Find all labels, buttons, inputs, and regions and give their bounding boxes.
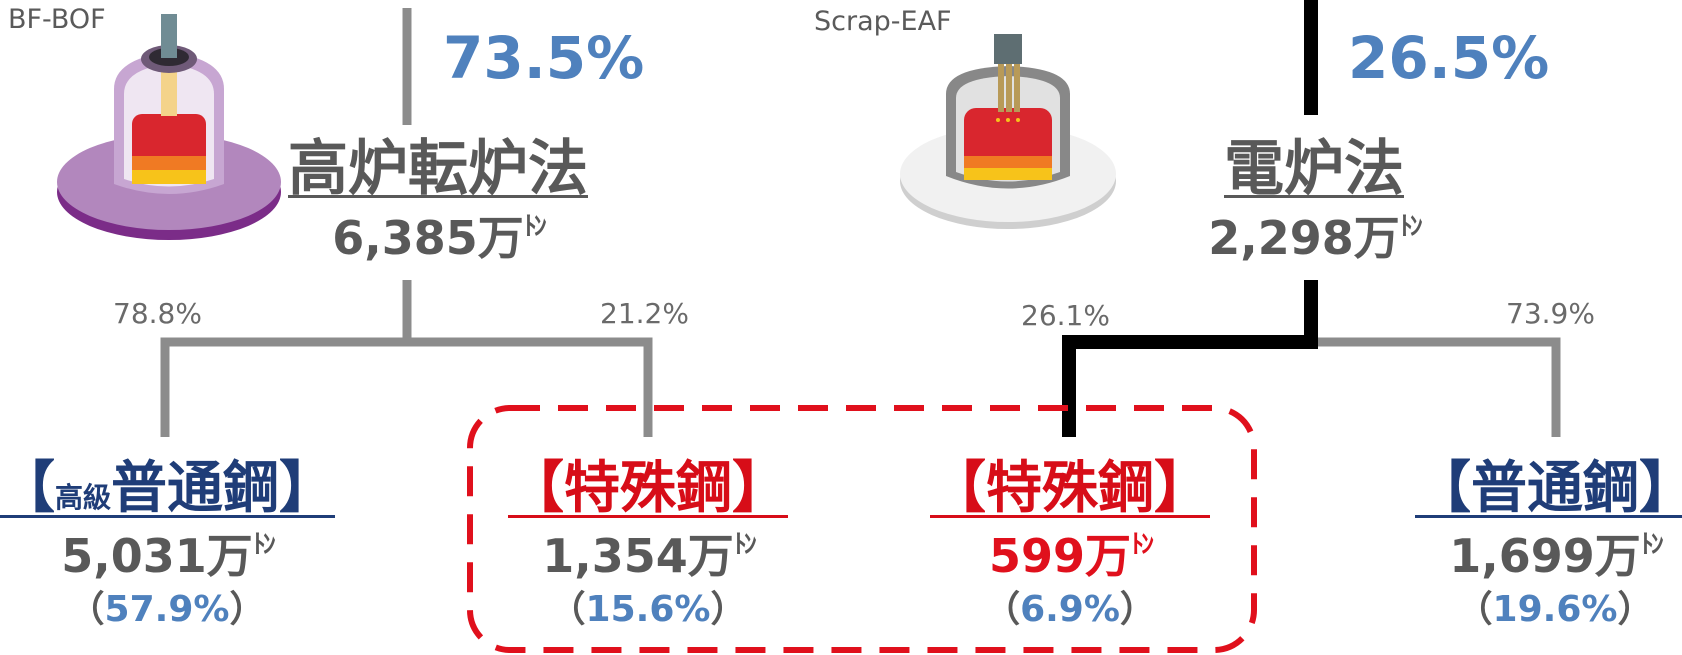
share-value: 6.9% — [1020, 589, 1120, 630]
bof-process-label: BF-BOF — [8, 4, 106, 35]
eaf-tonnage: 2,298万ﾄﾝ — [1208, 202, 1423, 268]
paren-close: ） — [1119, 589, 1156, 630]
share-value: 19.6% — [1492, 589, 1618, 630]
share-value: 15.6% — [585, 589, 711, 630]
tonnage-unit: ﾄﾝ — [733, 530, 757, 560]
eaf-tonnage-value: 2,298万 — [1208, 211, 1400, 265]
tonnage-unit: ﾄﾝ — [252, 530, 276, 560]
paren-close: ） — [710, 589, 747, 630]
eaf-process-label: Scrap-EAF — [814, 6, 952, 37]
product-eaf-special-steel-title: 【特殊鋼】 — [930, 443, 1210, 524]
paren-open: （ — [68, 589, 105, 630]
eaf-method-name: 電炉法 — [1224, 134, 1404, 204]
bof-tonnage: 6,385万ﾄﾝ — [332, 202, 547, 268]
product-3-tonnage: 599万ﾄﾝ — [988, 520, 1154, 586]
eaf-tonnage-unit: ﾄﾝ — [1399, 212, 1423, 242]
bracket-open: 【 — [508, 456, 564, 521]
eaf-branch-special — [1062, 280, 1318, 437]
tonnage-value: 599万 — [988, 529, 1132, 583]
product-eaf-normal-steel-title: 【普通鋼】 — [1415, 443, 1682, 524]
special-steel-highlight — [467, 405, 1257, 653]
paren-open: （ — [984, 589, 1021, 630]
electric-arc-furnace-icon — [900, 34, 1116, 229]
share-value: 57.9% — [104, 589, 230, 630]
paren-open: （ — [1456, 589, 1493, 630]
bof-tonnage-unit: ﾄﾝ — [523, 212, 547, 242]
tonnage-value: 1,699万 — [1449, 529, 1641, 583]
paren-close: ） — [229, 589, 266, 630]
bracket-close: 】 — [732, 456, 788, 521]
steel-name: 普通鋼 — [111, 456, 280, 521]
tonnage-value: 1,354万 — [542, 529, 734, 583]
product-bof-special-steel-title: 【特殊鋼】 — [508, 443, 788, 524]
product-4-tonnage: 1,699万ﾄﾝ — [1449, 520, 1664, 586]
tonnage-value: 5,031万 — [61, 529, 253, 583]
bof-branch — [160, 337, 653, 437]
bracket-open: 【 — [1415, 456, 1471, 521]
product-4-share: （19.6%） — [1457, 580, 1654, 632]
bracket-close: 】 — [1639, 456, 1682, 521]
bof-split-left: 78.8% — [113, 297, 202, 330]
product-high-grade-normal-steel-title: 【高級普通鋼】 — [0, 443, 335, 524]
paren-close: ） — [1617, 589, 1654, 630]
product-1-share: （57.9%） — [69, 580, 266, 632]
steel-name: 特殊鋼 — [564, 456, 732, 521]
bracket-open: 【 — [930, 456, 986, 521]
product-2-tonnage: 1,354万ﾄﾝ — [542, 520, 757, 586]
tonnage-unit: ﾄﾝ — [1131, 530, 1154, 560]
paren-open: （ — [549, 589, 586, 630]
bof-tonnage-value: 6,385万 — [332, 211, 524, 265]
steel-name: 普通鋼 — [1471, 456, 1639, 521]
product-1-tonnage: 5,031万ﾄﾝ — [61, 520, 276, 586]
blast-furnace-icon — [57, 14, 281, 240]
grade-prefix: 高級 — [54, 481, 112, 514]
eaf-split-left: 26.1% — [1021, 299, 1110, 332]
bracket-close: 】 — [1154, 456, 1210, 521]
bof-split-right: 21.2% — [600, 297, 689, 330]
bracket-open: 【 — [0, 456, 55, 521]
eaf-branch-normal — [1315, 337, 1561, 437]
tonnage-unit: ﾄﾝ — [1640, 530, 1664, 560]
eaf-split-right: 73.9% — [1506, 297, 1595, 330]
bracket-close: 】 — [279, 456, 336, 521]
product-2-share: （15.6%） — [550, 580, 747, 632]
bof-method-name: 高炉転炉法 — [288, 134, 588, 204]
product-3-share: （6.9%） — [984, 580, 1156, 632]
bof-share: 73.5% — [443, 24, 645, 92]
steel-name: 特殊鋼 — [986, 456, 1154, 521]
eaf-share: 26.5% — [1348, 24, 1550, 92]
